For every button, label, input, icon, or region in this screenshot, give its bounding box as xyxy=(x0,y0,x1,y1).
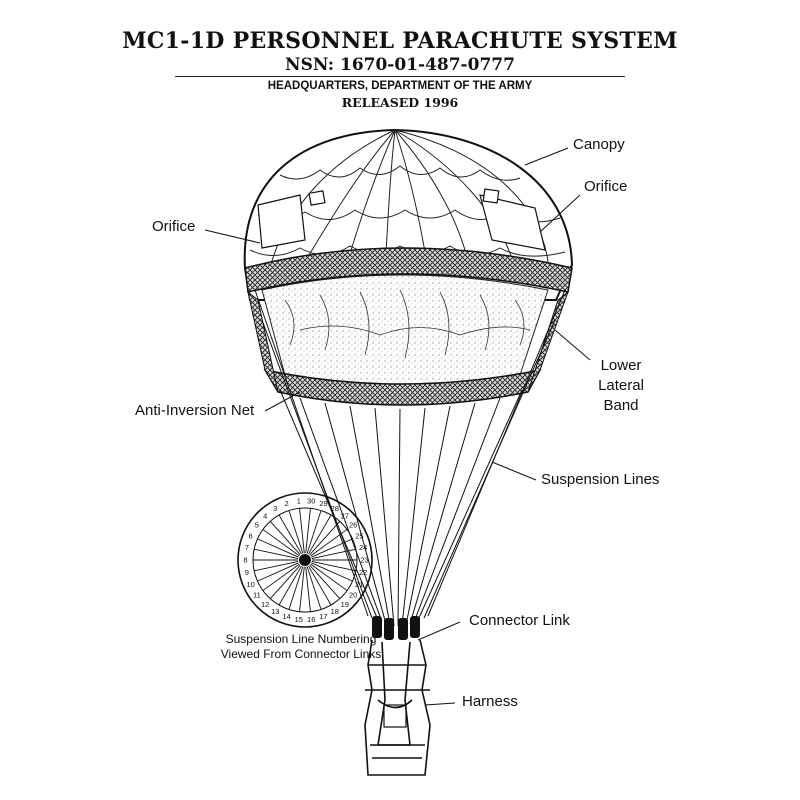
numbering-label: 25 xyxy=(355,531,363,540)
numbering-label: 30 xyxy=(307,496,315,505)
numbering-spoke xyxy=(269,521,301,556)
numbering-spoke xyxy=(299,508,305,554)
numbering-spoke xyxy=(305,566,311,612)
numbering-label: 2 xyxy=(285,499,289,508)
numbering-label: 8 xyxy=(243,556,247,565)
agency-line: HEADQUARTERS, DEPARTMENT OF THE ARMY xyxy=(267,80,533,92)
suspension-lines xyxy=(254,289,566,627)
numbering-label: 1 xyxy=(297,496,301,505)
nsn-number: NSN: 1670-01-487-0777 xyxy=(285,55,515,75)
numbering-label: 27 xyxy=(341,511,349,520)
numbering-spoke xyxy=(305,508,311,554)
title-block: MC1-1D PERSONNEL PARACHUTE SYSTEM NSN: 1… xyxy=(0,28,800,76)
label-lateral: Lateral xyxy=(598,377,644,394)
numbering-label: 14 xyxy=(282,612,290,621)
numbering-label: 18 xyxy=(331,607,339,616)
leader-lines xyxy=(204,147,591,706)
numbering-label: 17 xyxy=(319,612,327,621)
numbering-spoke xyxy=(257,538,299,558)
numbering-spoke xyxy=(278,514,302,555)
numbering-spoke xyxy=(308,514,332,555)
label-band: Band xyxy=(603,397,639,414)
numbering-caption-line-2: Viewed From Connector Links xyxy=(220,647,382,661)
numbering-label: 26 xyxy=(349,521,357,530)
numbering-label: 7 xyxy=(245,543,249,552)
numbering-label: 28 xyxy=(331,504,339,513)
label-harness: Harness xyxy=(462,693,518,710)
numbering-label: 11 xyxy=(253,591,261,600)
numbering-diagram xyxy=(237,492,373,628)
numbering-label: 16 xyxy=(307,615,315,624)
numbering-spoke xyxy=(310,529,348,557)
numbering-spoke xyxy=(311,561,356,572)
numbering-label: 15 xyxy=(295,615,303,624)
numbering-spoke xyxy=(306,566,322,610)
numbering-label: 5 xyxy=(255,521,259,530)
numbering-label: 9 xyxy=(245,568,249,577)
connector-links xyxy=(372,616,420,640)
label-lower-lateral-band: Lower Lateral Band xyxy=(590,356,652,416)
numbering-spoke xyxy=(288,510,304,554)
numbering-label: 22 xyxy=(359,568,367,577)
numbering-label: 19 xyxy=(341,600,349,609)
label-orifice-right: Orifice xyxy=(584,178,628,195)
numbering-caption: Suspension Line Numbering Viewed From Co… xyxy=(188,632,414,662)
numbering-label: 13 xyxy=(271,607,279,616)
numbering-label: 21 xyxy=(355,580,363,589)
canopy-skirt xyxy=(261,274,549,388)
numbering-label: 29 xyxy=(319,499,327,508)
numbering-label: 6 xyxy=(249,531,253,540)
numbering-spoke xyxy=(262,529,300,557)
numbering-spoke xyxy=(288,566,304,610)
diagram-title: MC1-1D PERSONNEL PARACHUTE SYSTEM xyxy=(122,28,678,54)
label-anti-inversion-net: Anti-Inversion Net xyxy=(135,402,255,419)
numbering-spoke xyxy=(269,564,301,599)
harness xyxy=(364,639,431,776)
numbering-label: 24 xyxy=(359,543,367,552)
orifice-panels xyxy=(257,188,546,251)
label-orifice-left: Orifice xyxy=(152,218,196,235)
numbering-label: 10 xyxy=(246,580,254,589)
label-lower: Lower xyxy=(600,357,642,374)
numbering-spoke xyxy=(278,565,302,606)
numbering-spoke xyxy=(309,521,341,556)
numbering-caption-line-1: Suspension Line Numbering xyxy=(225,632,377,646)
label-canopy: Canopy xyxy=(573,136,625,153)
label-suspension-lines: Suspension Lines xyxy=(541,471,660,488)
label-connector-link: Connector Link xyxy=(469,612,570,629)
numbering-spoke xyxy=(257,562,299,582)
numbering-spoke xyxy=(310,563,348,591)
numbering-label: 3 xyxy=(273,504,277,513)
numbering-spoke xyxy=(254,561,299,572)
release-line: RELEASED 1996 xyxy=(341,95,459,110)
numbering-spoke xyxy=(299,566,305,612)
numbering-spoke xyxy=(262,563,300,591)
numbering-spoke xyxy=(311,538,353,558)
numbering-spoke xyxy=(306,510,322,554)
numbering-spoke xyxy=(311,562,353,582)
numbering-label: 20 xyxy=(349,591,357,600)
numbering-label: 4 xyxy=(263,511,267,520)
numbering-spoke xyxy=(311,548,356,559)
numbering-spoke xyxy=(254,548,299,559)
title-divider xyxy=(175,76,625,77)
numbering-label: 12 xyxy=(261,600,269,609)
numbering-spoke xyxy=(308,565,332,606)
numbering-label: 23 xyxy=(360,556,368,565)
numbering-spoke xyxy=(309,564,341,599)
